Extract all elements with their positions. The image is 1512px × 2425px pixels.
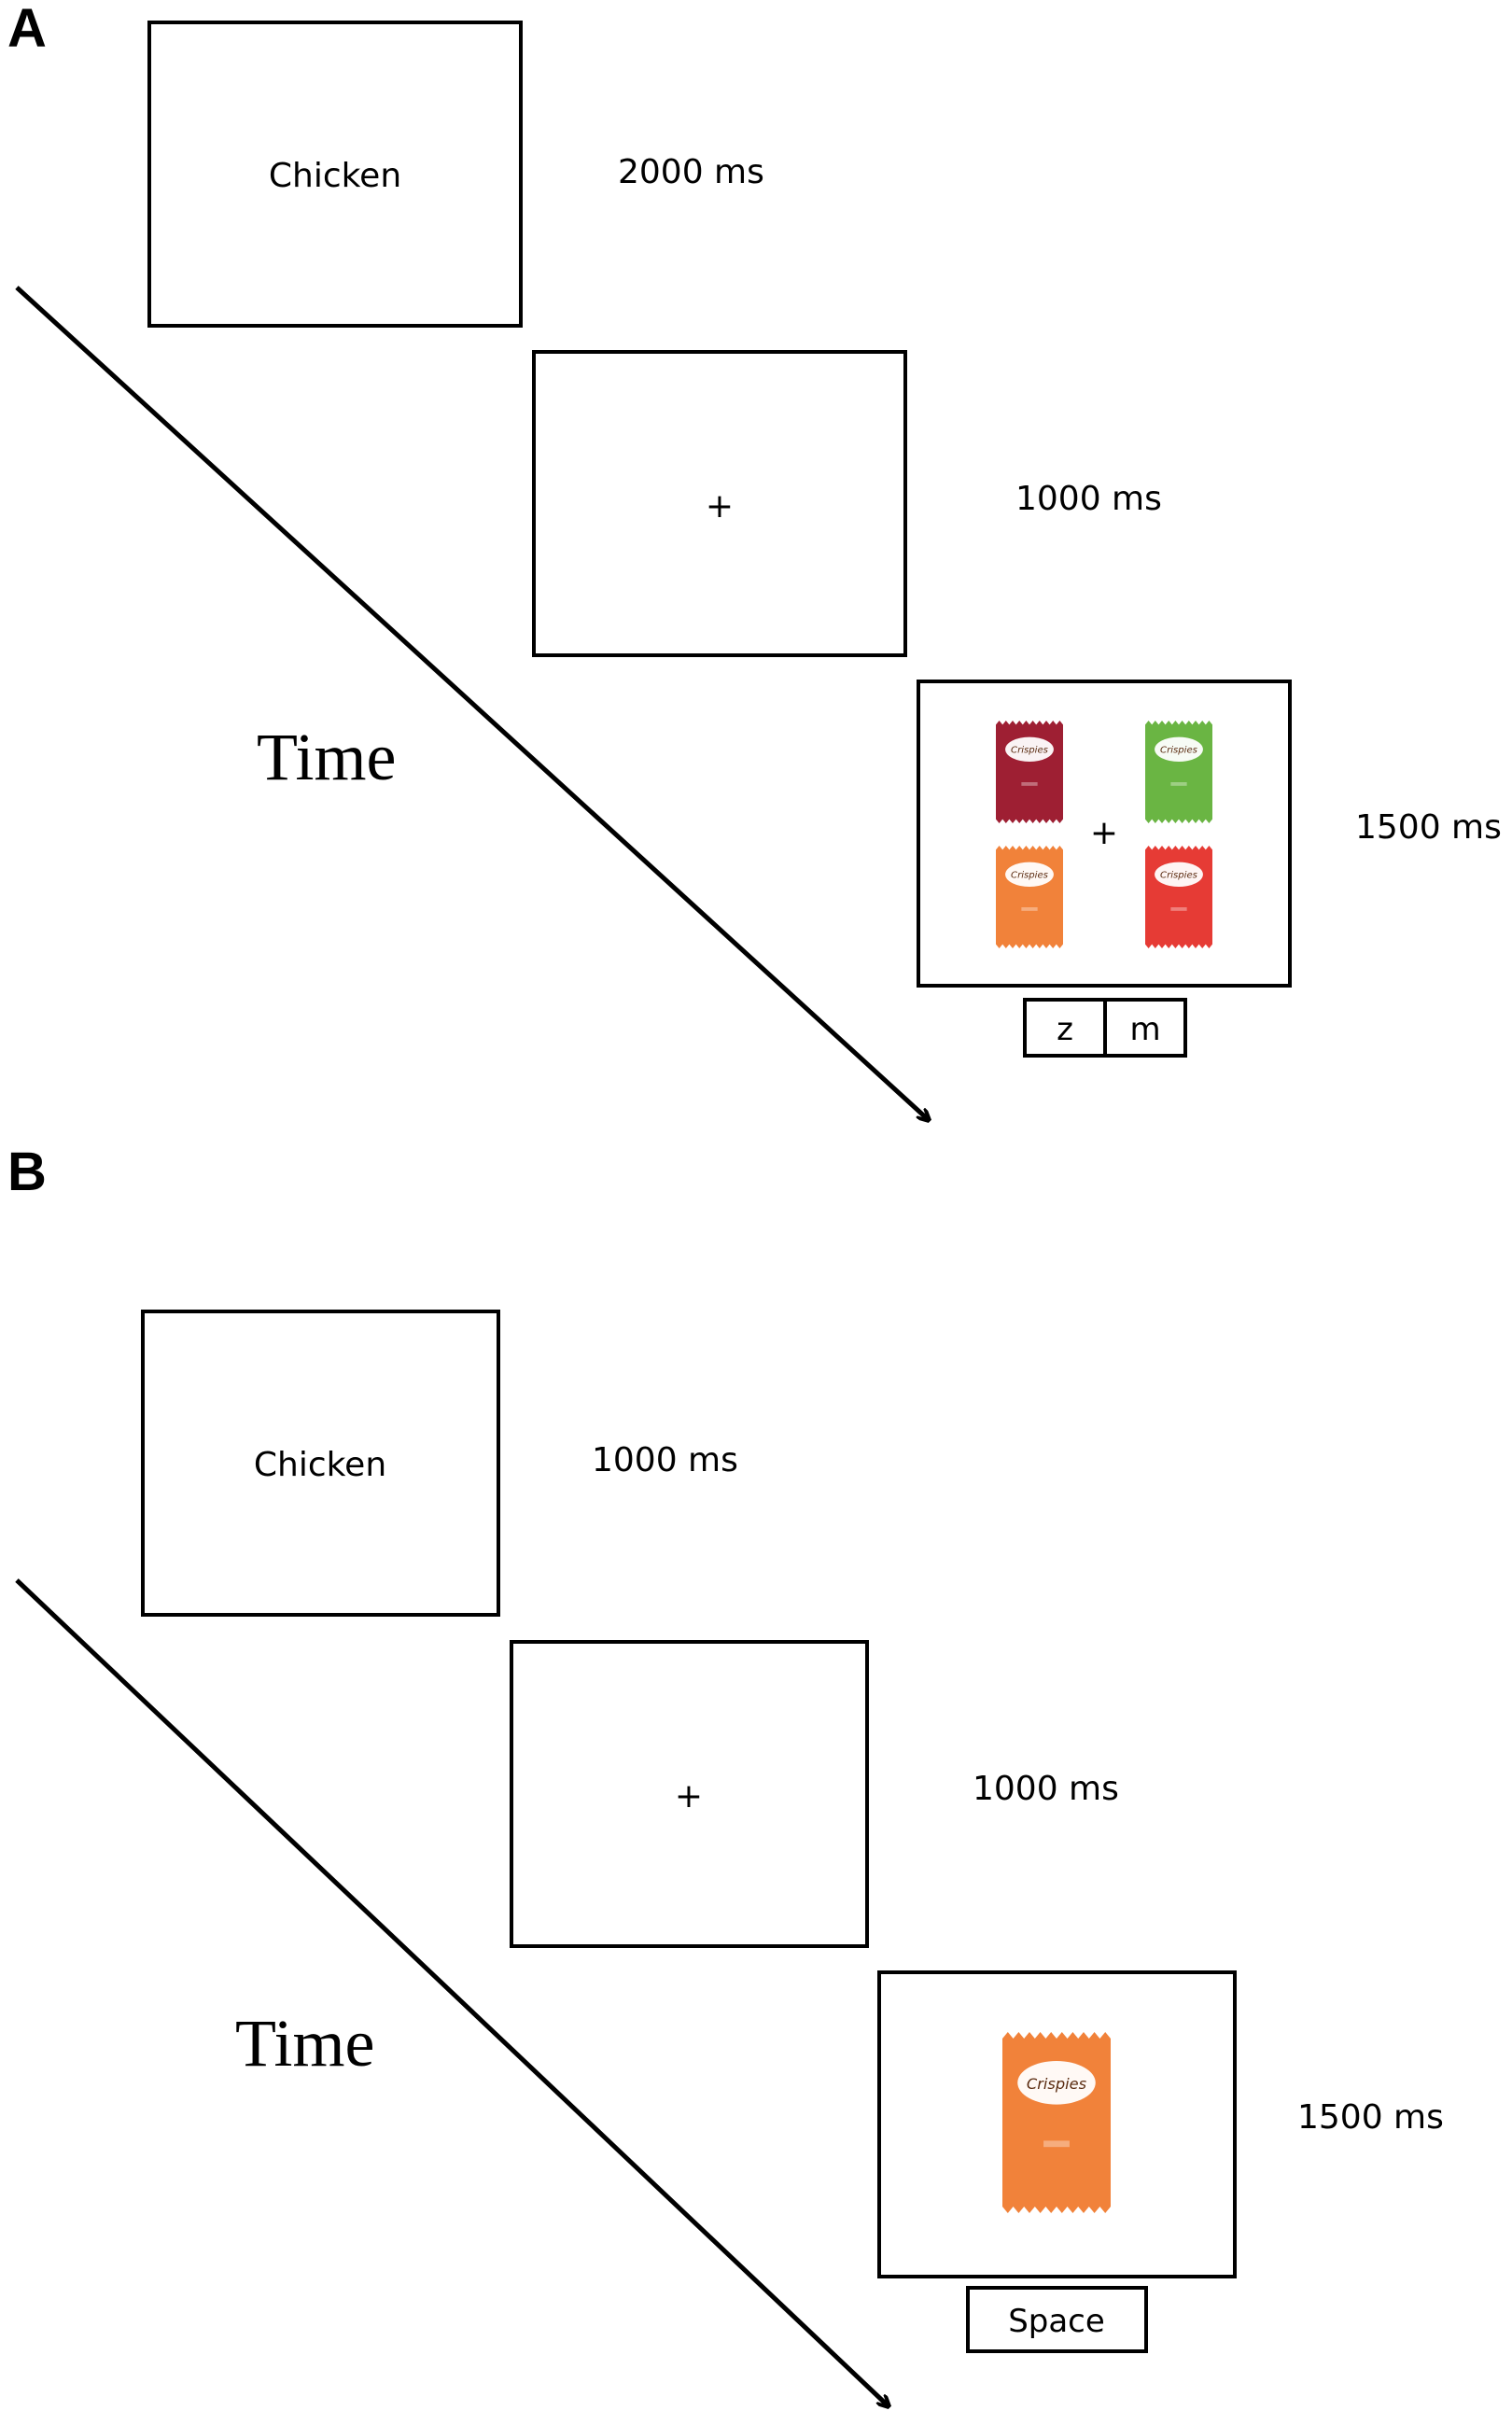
bag-label-oval bbox=[1155, 736, 1203, 762]
bag-body bbox=[1145, 721, 1212, 823]
key-m: m bbox=[1129, 1011, 1160, 1048]
bag-label-oval bbox=[1155, 862, 1203, 887]
bag-label-oval bbox=[1005, 862, 1054, 887]
display-fixation-a: + bbox=[1090, 814, 1118, 852]
fixation-cross-b: + bbox=[675, 1777, 703, 1815]
bag-body bbox=[1145, 846, 1212, 948]
space-key bbox=[966, 2286, 1148, 2353]
cue-word-b: Chicken bbox=[254, 1446, 386, 1484]
cue-screen-a bbox=[147, 21, 523, 328]
bag-label-oval bbox=[1005, 736, 1054, 762]
time-label-b: Time bbox=[235, 2006, 374, 2081]
display-duration-b: 1500 ms bbox=[1297, 2098, 1444, 2137]
bag-flavor-mark bbox=[1170, 782, 1187, 786]
panel-b: B Time Chicken 1000 ms + 1000 ms 1500 ms… bbox=[7, 1142, 1444, 2406]
time-arrow-b bbox=[15, 1578, 889, 2406]
snack-bag-2: Crispies bbox=[1145, 721, 1212, 823]
bag-label-oval bbox=[1017, 2061, 1096, 2105]
bag-brand-text: Crispies bbox=[1160, 746, 1198, 756]
display-screen-a bbox=[917, 680, 1292, 988]
display-duration-a: 1500 ms bbox=[1355, 808, 1502, 847]
fixation-screen-b bbox=[510, 1640, 869, 1948]
snack-bag-4: Crispies bbox=[1145, 846, 1212, 948]
snack-bag-single: Crispies bbox=[1002, 2032, 1111, 2213]
fixation-duration-b: 1000 ms bbox=[973, 1770, 1119, 1808]
bag-brand-text: Crispies bbox=[1160, 871, 1198, 881]
bag-flavor-mark bbox=[1021, 782, 1038, 786]
bag-body bbox=[996, 846, 1063, 948]
bag-flavor-mark bbox=[1170, 907, 1187, 911]
cue-duration-a: 2000 ms bbox=[618, 153, 764, 191]
fixation-screen-a bbox=[532, 350, 907, 657]
panel-a: A Time Chicken 2000 ms + 1000 ms + 1500 … bbox=[7, 0, 1502, 1120]
space-key-label: Space bbox=[1008, 2303, 1105, 2340]
fixation-cross-a: + bbox=[706, 487, 734, 526]
bag-brand-text: Crispies bbox=[1011, 746, 1049, 756]
bag-flavor-mark bbox=[1043, 2140, 1070, 2148]
time-label-a: Time bbox=[257, 720, 396, 794]
panel-b-label: B bbox=[7, 1142, 47, 1202]
cue-screen-b bbox=[141, 1310, 500, 1617]
bag-body bbox=[1002, 2032, 1111, 2213]
bag-brand-text: Crispies bbox=[1011, 871, 1049, 881]
snack-bag: Crispies bbox=[1002, 2032, 1111, 2213]
bag-flavor-mark bbox=[1021, 907, 1038, 911]
key-z: z bbox=[1057, 1011, 1073, 1048]
bag-body bbox=[996, 721, 1063, 823]
time-arrow-a bbox=[15, 286, 929, 1120]
bag-brand-text: Crispies bbox=[1027, 2075, 1087, 2093]
snack-bag-3: Crispies bbox=[996, 846, 1063, 948]
snack-bag-1: Crispies bbox=[996, 721, 1063, 823]
panel-a-label: A bbox=[7, 0, 47, 59]
cue-word-a: Chicken bbox=[269, 157, 401, 195]
cue-duration-b: 1000 ms bbox=[592, 1441, 738, 1479]
fixation-duration-a: 1000 ms bbox=[1015, 480, 1162, 518]
